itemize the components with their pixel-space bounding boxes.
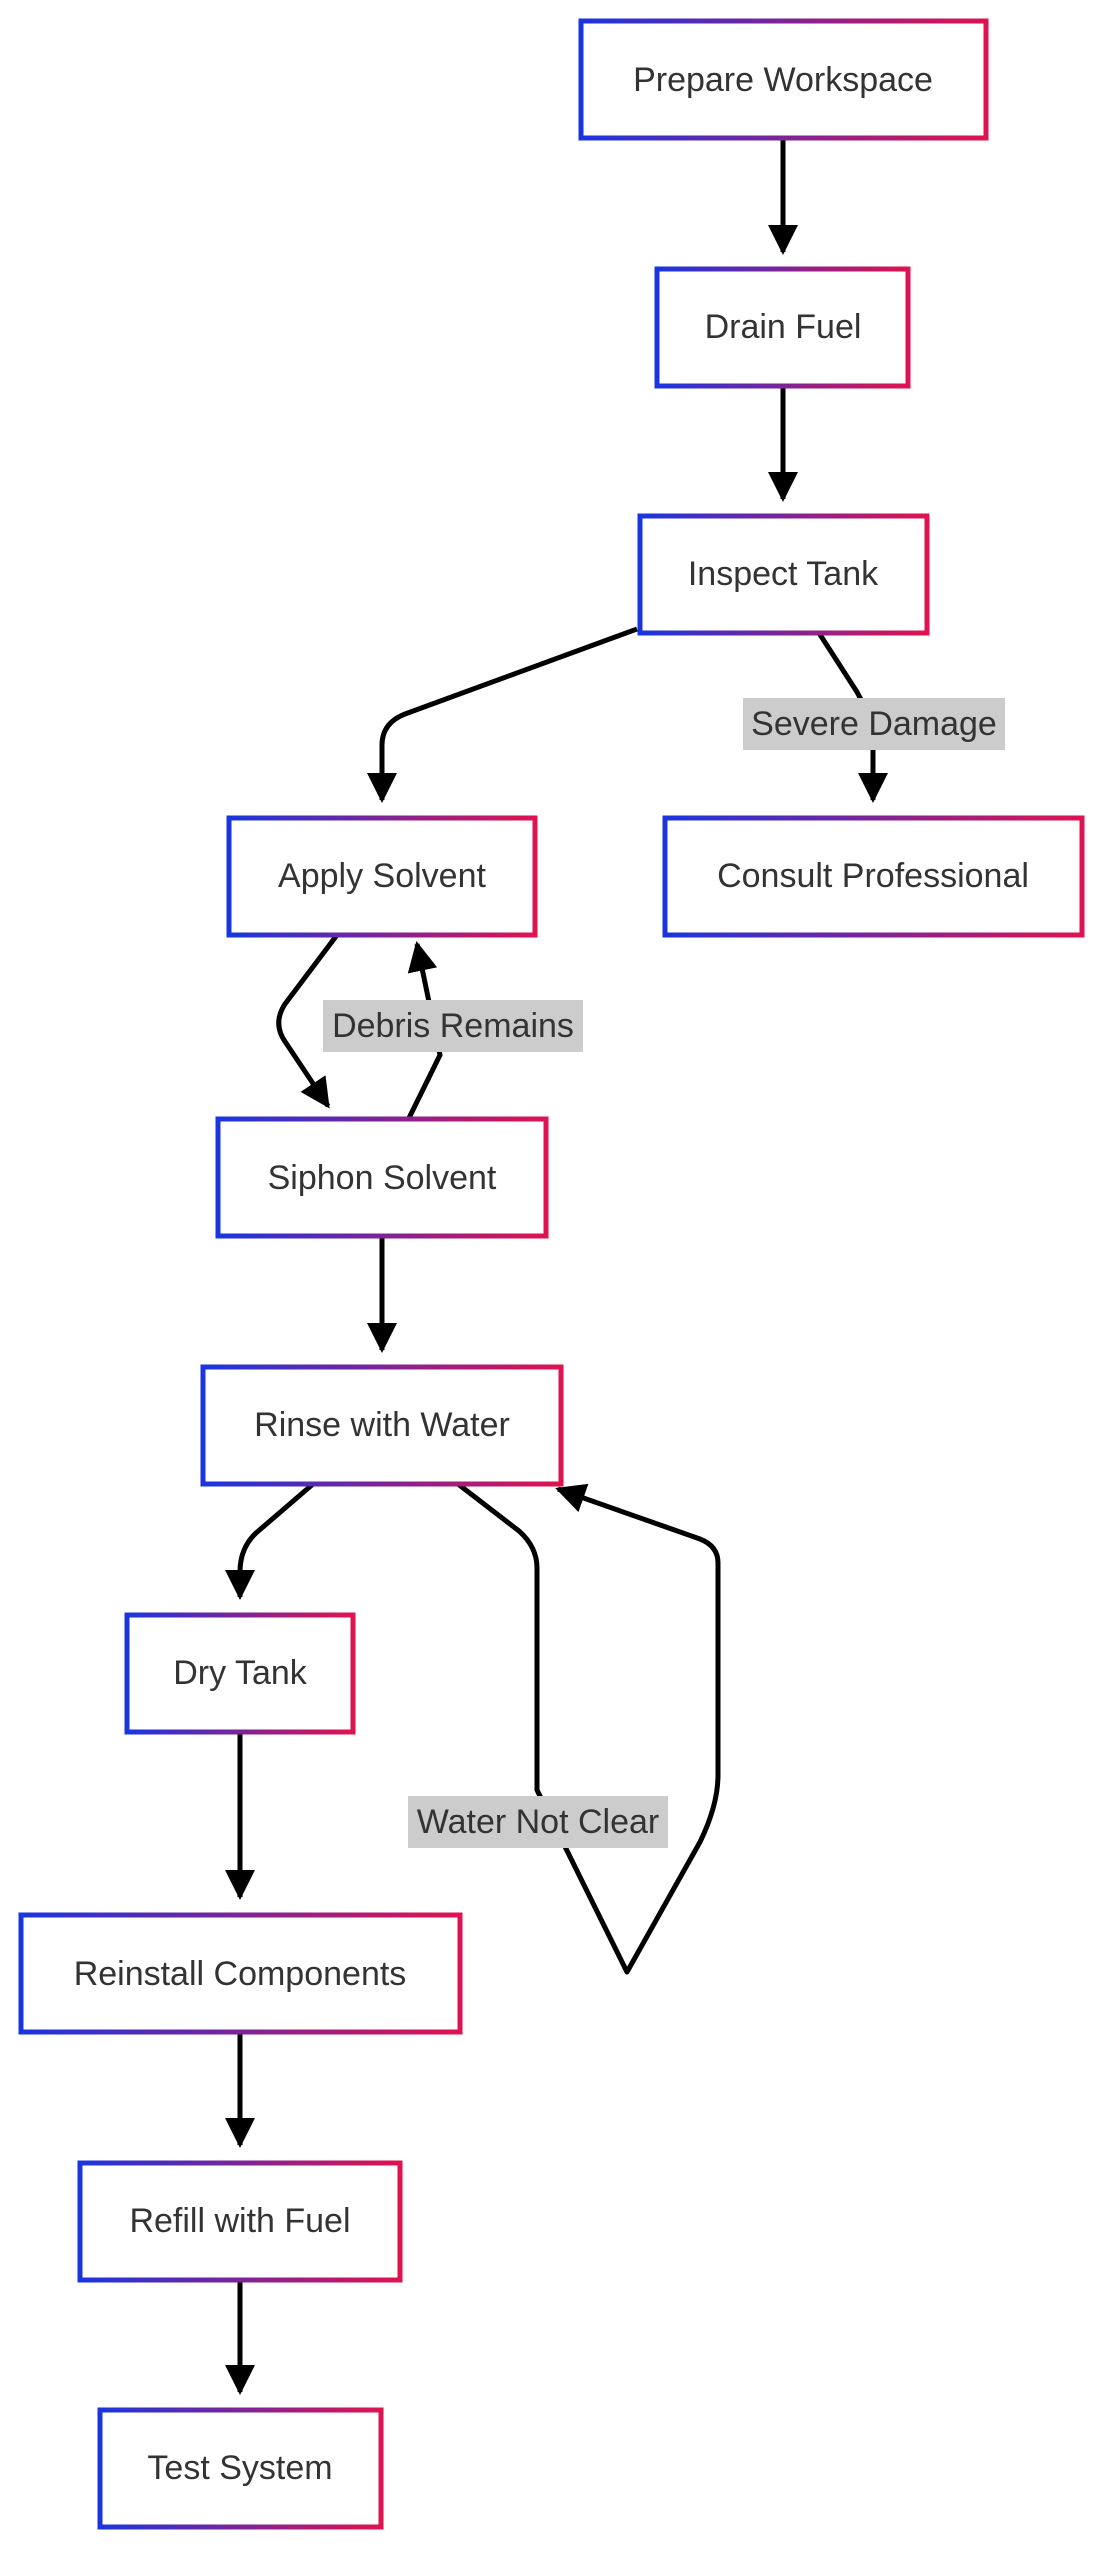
node-prepare-workspace[interactable]: Prepare Workspace: [578, 18, 989, 141]
node-box: [97, 2407, 384, 2530]
node-box: [662, 815, 1085, 938]
edge-solvent-to-siphon: [276, 933, 339, 1109]
edge-label-text: Debris Remains: [332, 1007, 574, 1045]
node-label: Drain Fuel: [705, 308, 862, 346]
node-label: Siphon Solvent: [268, 1159, 497, 1197]
node-apply-solvent[interactable]: Apply Solvent: [226, 815, 538, 938]
node-dry-tank[interactable]: Dry Tank: [124, 1612, 356, 1735]
node-label: Apply Solvent: [278, 857, 486, 895]
node-label: Refill with Fuel: [129, 2202, 350, 2240]
node-label: Rinse with Water: [254, 1406, 510, 1444]
node-label: Test System: [147, 2449, 332, 2487]
edge-label-severe-damage: Severe Damage: [743, 698, 1005, 750]
node-test-system[interactable]: Test System: [97, 2407, 384, 2530]
edge-rinse-loop: [456, 1482, 721, 1975]
node-consult-professional[interactable]: Consult Professional: [662, 815, 1085, 938]
edge-label-text: Water Not Clear: [417, 1803, 659, 1841]
node-box: [578, 18, 989, 141]
edges: [225, 139, 888, 2395]
edge-label-water-not-clear: Water Not Clear: [408, 1796, 668, 1848]
node-label: Dry Tank: [173, 1654, 308, 1692]
node-box: [637, 513, 930, 636]
node-box: [200, 1364, 564, 1487]
node-rinse-with-water[interactable]: Rinse with Water: [200, 1364, 564, 1487]
edge-rinse-to-dry: [225, 1482, 315, 1600]
node-label: Reinstall Components: [74, 1955, 407, 1993]
edge-label-text: Severe Damage: [751, 705, 997, 743]
node-label: Inspect Tank: [688, 555, 879, 593]
edge-label-debris-remains: Debris Remains: [323, 1000, 583, 1052]
node-siphon-solvent[interactable]: Siphon Solvent: [215, 1116, 549, 1239]
node-box: [215, 1116, 549, 1239]
node-box: [18, 1912, 463, 2035]
node-box: [654, 266, 911, 389]
edge-label-background: [743, 698, 1005, 750]
edge-siphon-to-solvent: [406, 941, 443, 1120]
node-label: Prepare Workspace: [633, 61, 933, 99]
node-refill-with-fuel[interactable]: Refill with Fuel: [77, 2160, 403, 2283]
edge-inspect-to-solvent: [367, 626, 638, 803]
node-box: [226, 815, 538, 938]
node-box: [124, 1612, 356, 1735]
node-inspect-tank[interactable]: Inspect Tank: [637, 513, 930, 636]
edge-label-background: [323, 1000, 583, 1052]
edge-label-background: [408, 1796, 668, 1848]
node-box: [77, 2160, 403, 2283]
node-drain-fuel[interactable]: Drain Fuel: [654, 266, 911, 389]
node-reinstall-components[interactable]: Reinstall Components: [18, 1912, 463, 2035]
node-label: Consult Professional: [717, 857, 1029, 895]
